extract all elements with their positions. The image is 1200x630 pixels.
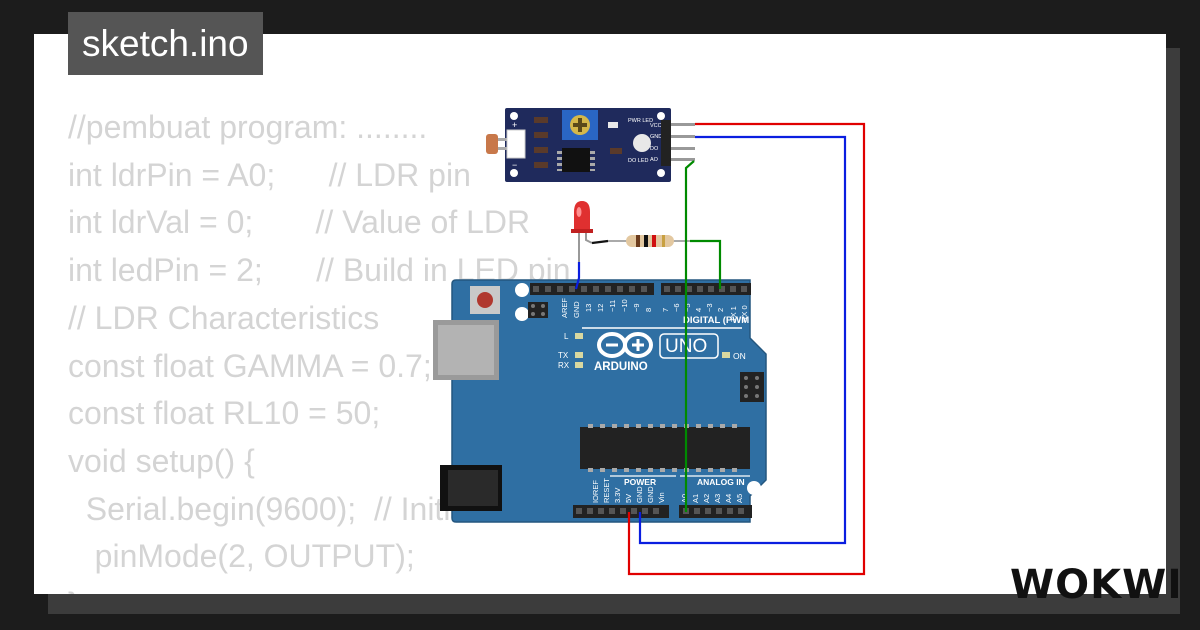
wire-ao-a0[interactable] [684, 160, 695, 512]
power-pin-label: 5V [624, 494, 633, 503]
pin-label: ~9 [632, 303, 641, 312]
ldr-plus-label: + [512, 120, 517, 130]
pin-label: TX 1 [729, 306, 738, 322]
code-line: } [68, 581, 717, 594]
pin-label: 12 [596, 304, 605, 312]
analog-pin-label: A1 [691, 494, 700, 503]
pin-label: 8 [644, 308, 653, 312]
photoresistor [486, 134, 498, 154]
code-line: // LDR Characteristics [68, 299, 380, 336]
sensor-led-lens [633, 134, 651, 152]
pin-label: RX 0 [740, 305, 749, 322]
code-line: pinMode(2, OUTPUT); [68, 538, 415, 575]
pin-label: ~11 [608, 300, 617, 312]
wire-vcc-5v[interactable] [627, 122, 866, 576]
pin-label: 13 [584, 304, 593, 312]
rx-led-label: RX [558, 361, 570, 370]
code-line: const float RL10 = 50; [68, 395, 381, 432]
analog-pin-label: A2 [702, 494, 711, 503]
wire-resistor-pin2[interactable] [690, 239, 722, 289]
code-line: const float GAMMA = 0.7; [68, 347, 432, 384]
sensor-pin-label: AO [650, 157, 659, 163]
power-pin-label: GND [635, 486, 644, 503]
resistor[interactable] [608, 235, 690, 247]
pin-label: ~10 [620, 299, 629, 312]
wire-led-resistor[interactable] [591, 239, 609, 245]
wire-gnd[interactable] [638, 135, 847, 545]
wokwi-logo-text: WOKWI [1010, 562, 1178, 608]
wire-led-gnd[interactable] [574, 262, 581, 290]
power-pin-label: RESET [602, 478, 611, 503]
red-led[interactable] [571, 201, 593, 262]
power-pin-label: IOREF [591, 480, 600, 503]
comparator-chip [562, 148, 590, 172]
do-led-label: DO LED [628, 158, 649, 164]
analog-header-label: ANALOG IN [697, 477, 745, 487]
ldr-minus-label: − [512, 160, 517, 170]
analog-pin-label: A0 [680, 494, 689, 503]
pin-label: 4 [694, 308, 703, 312]
analog-pin-label: A5 [735, 494, 744, 503]
power-pin-label: 3.3V [613, 488, 622, 503]
code-line: void setup() { [68, 442, 255, 479]
code-line: //pembuat program: ........ [68, 109, 428, 145]
power-pin-label: GND [646, 486, 655, 503]
analog-pin-label: A3 [713, 494, 722, 503]
wokwi-logo: WOKWI [1010, 562, 1178, 608]
power-header-label: POWER [624, 477, 656, 487]
sensor-pin-label: GND [650, 134, 662, 140]
pin-label: ~5 [683, 303, 692, 312]
pin-label: 2 [716, 308, 725, 312]
pwr-led-label: PWR LED [628, 118, 653, 124]
code-line: int ldrPin = A0; // LDR pin [68, 156, 471, 193]
aref-label: AREF [560, 298, 569, 318]
arduino-logo [597, 332, 653, 358]
digital-header-label: DIGITAL (PWM ~) [683, 315, 761, 326]
on-led-label: ON [733, 351, 746, 361]
ldr-sensor-module[interactable]: + − PWR LED DO LED VCC GND DO [486, 108, 695, 182]
sensor-pin-label: DO [650, 146, 659, 152]
sketch-title: sketch.ino [68, 12, 263, 75]
pin-label: 7 [661, 308, 670, 312]
arduino-uno-board[interactable]: AREF GND 13 12 ~11 ~10 ~9 8 7 ~6 ~5 4 ~3… [433, 279, 767, 523]
analog-pin-label: A4 [724, 494, 733, 503]
code-listing: //pembuat program: ........ int ldrPin = … [68, 104, 717, 594]
gnd-label: GND [572, 301, 581, 318]
sensor-pin-label: VCC [650, 123, 662, 129]
l-led-label: L [564, 332, 569, 341]
digital-header-right [661, 283, 751, 295]
pin-label: ~6 [672, 303, 681, 312]
tx-led-label: TX [558, 351, 569, 360]
microcontroller-chip [580, 427, 750, 469]
pin-label: ~3 [705, 303, 714, 312]
code-line: int ldrVal = 0; // Value of LDR [68, 204, 531, 241]
power-pin-label: Vin [657, 492, 666, 503]
arduino-logo-text: ARDUINO [594, 361, 648, 373]
